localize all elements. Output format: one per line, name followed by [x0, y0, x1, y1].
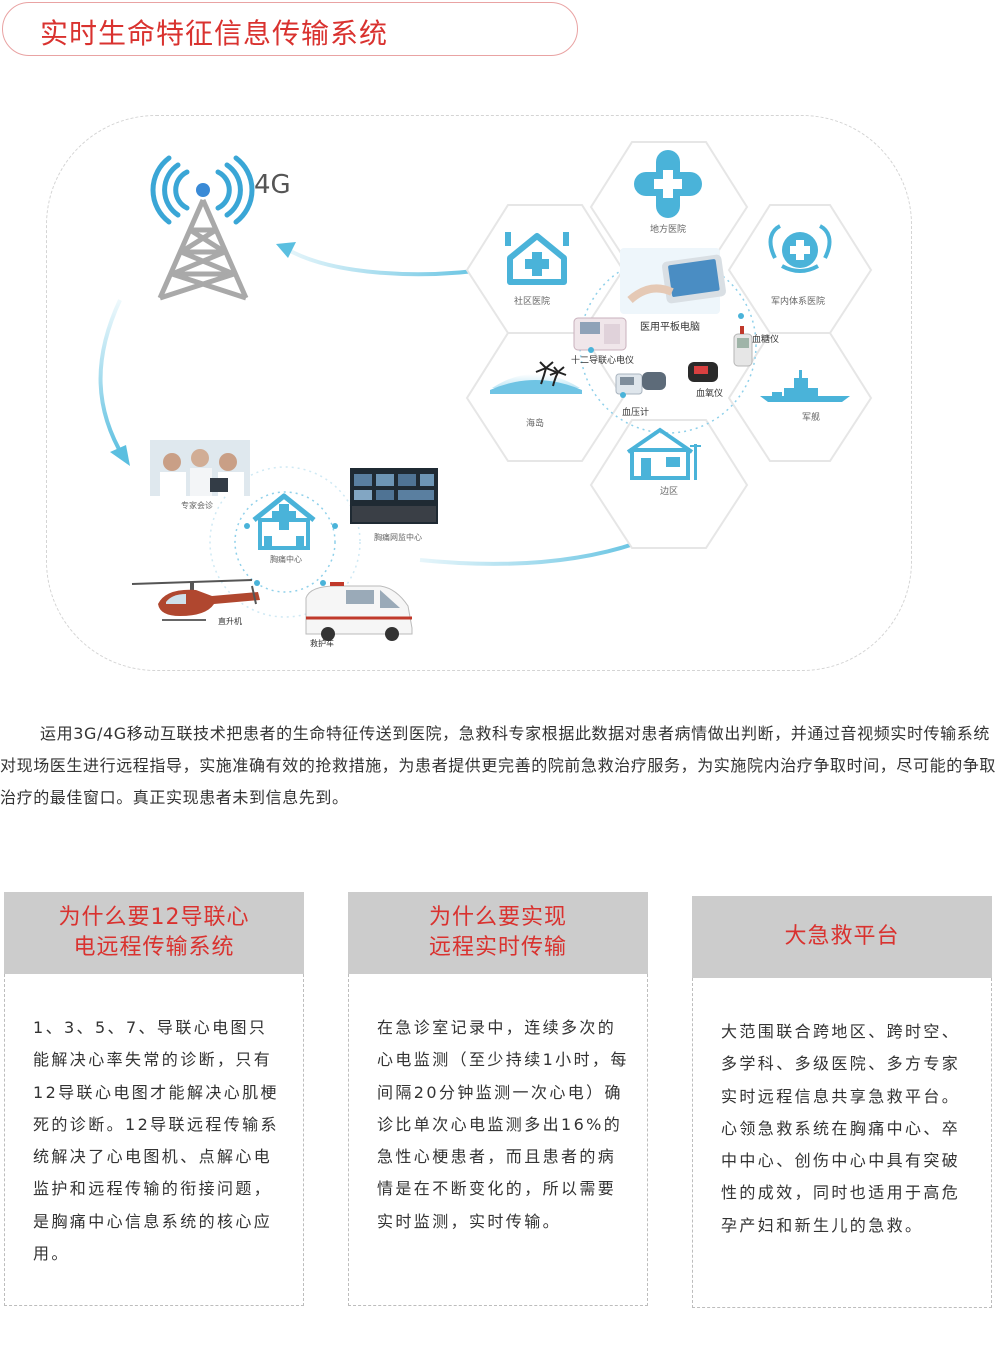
card-title-line1: 为什么要12导联心	[58, 905, 250, 930]
center-ring-outer	[209, 466, 361, 618]
card-title-line1: 为什么要实现	[428, 905, 567, 930]
diagram-frame	[46, 115, 912, 671]
arrow-head-tower	[276, 242, 296, 258]
helicopter-icon	[131, 579, 260, 621]
center-ring-inner	[234, 491, 336, 593]
card-realtime: 为什么要实现 远程实时传输 在急诊室记录中，连续多次的心电监测（至少持续1小时，…	[348, 892, 648, 1306]
card-header: 为什么要实现 远程实时传输	[348, 892, 648, 974]
label-helicopter: 直升机	[218, 617, 242, 626]
card-title-line2: 远程实时传输	[428, 935, 567, 960]
diagram-graphics	[98, 141, 873, 641]
title-pill	[2, 2, 578, 56]
island-icon	[490, 361, 582, 394]
tower-label: 4G	[254, 170, 291, 200]
house-icon	[626, 427, 701, 480]
monitoring-center-photo	[350, 468, 438, 524]
card-title-line1: 大急救平台	[784, 924, 900, 949]
label-local-hospital: 地方医院	[650, 225, 687, 235]
card-text: 1、3、5、7、导联心电图只能解决心率失常的诊断，只有12导联心电图才能解决心肌…	[33, 1018, 279, 1264]
label-bp: 血压计	[622, 408, 650, 418]
ambulance-icon	[305, 582, 413, 641]
label-border: 边区	[660, 487, 679, 497]
card-body: 大范围联合跨地区、跨时空、多学科、多级医院、多方专家实时远程信息共享急救平台。心…	[692, 978, 992, 1308]
label-monitor: 胸痛网监中心	[374, 533, 422, 542]
community-hospital-icon	[505, 232, 569, 285]
label-community-hospital: 社区医院	[514, 297, 551, 307]
arrow-to-hex	[419, 532, 661, 566]
label-warship: 军舰	[802, 413, 821, 423]
military-hospital-icon	[768, 224, 832, 273]
card-body: 在急诊室记录中，连续多次的心电监测（至少持续1小时，每间隔20分钟监测一次心电）…	[348, 974, 648, 1306]
expert-consult-photo	[150, 440, 250, 496]
label-glucose: 血糖仪	[752, 335, 780, 345]
oximeter-icon	[688, 362, 718, 382]
intro-paragraph: 运用3G/4G移动互联技术把患者的生命特征传送到医院，急救科专家根据此数据对患者…	[0, 724, 997, 807]
warship-icon	[760, 370, 850, 402]
label-tablet: 医用平板电脑	[640, 322, 700, 333]
bp-monitor-icon	[615, 372, 666, 395]
card-platform: 大急救平台 大范围联合跨地区、跨时空、多学科、多级医院、多方专家实时远程信息共享…	[692, 896, 992, 1308]
label-island: 海岛	[526, 419, 545, 429]
ecg-device-icon	[573, 317, 627, 351]
glucose-meter-icon	[733, 326, 753, 367]
card-title-line2: 电远程传输系统	[73, 935, 235, 960]
arrow-head-cluster	[110, 445, 130, 466]
card-text: 在急诊室记录中，连续多次的心电监测（至少持续1小时，每间隔20分钟监测一次心电）…	[377, 1018, 629, 1231]
label-military-hospital: 军内体系医院	[771, 297, 826, 307]
label-ambulance: 救护车	[310, 639, 334, 648]
label-oximeter: 血氧仪	[696, 389, 724, 399]
card-header: 大急救平台	[692, 896, 992, 978]
arrow-to-cluster	[98, 299, 126, 460]
page-title: 实时生命特征信息传输系统	[40, 17, 389, 50]
chest-pain-center-icon	[252, 493, 316, 550]
label-ecg: 十二导联心电仪	[571, 356, 635, 366]
tablet-icon	[620, 248, 726, 314]
card-text: 大范围联合跨地区、跨时空、多学科、多级医院、多方专家实时远程信息共享急救平台。心…	[721, 1022, 961, 1235]
label-center: 胸痛中心	[270, 555, 302, 564]
label-expert: 专家会诊	[181, 501, 213, 510]
card-header: 为什么要12导联心 电远程传输系统	[4, 892, 304, 974]
card-body: 1、3、5、7、导联心电图只能解决心率失常的诊断，只有12导联心电图才能解决心肌…	[4, 974, 304, 1306]
card-12-lead: 为什么要12导联心 电远程传输系统 1、3、5、7、导联心电图只能解决心率失常的…	[4, 892, 304, 1306]
cell-tower-icon	[150, 155, 255, 301]
